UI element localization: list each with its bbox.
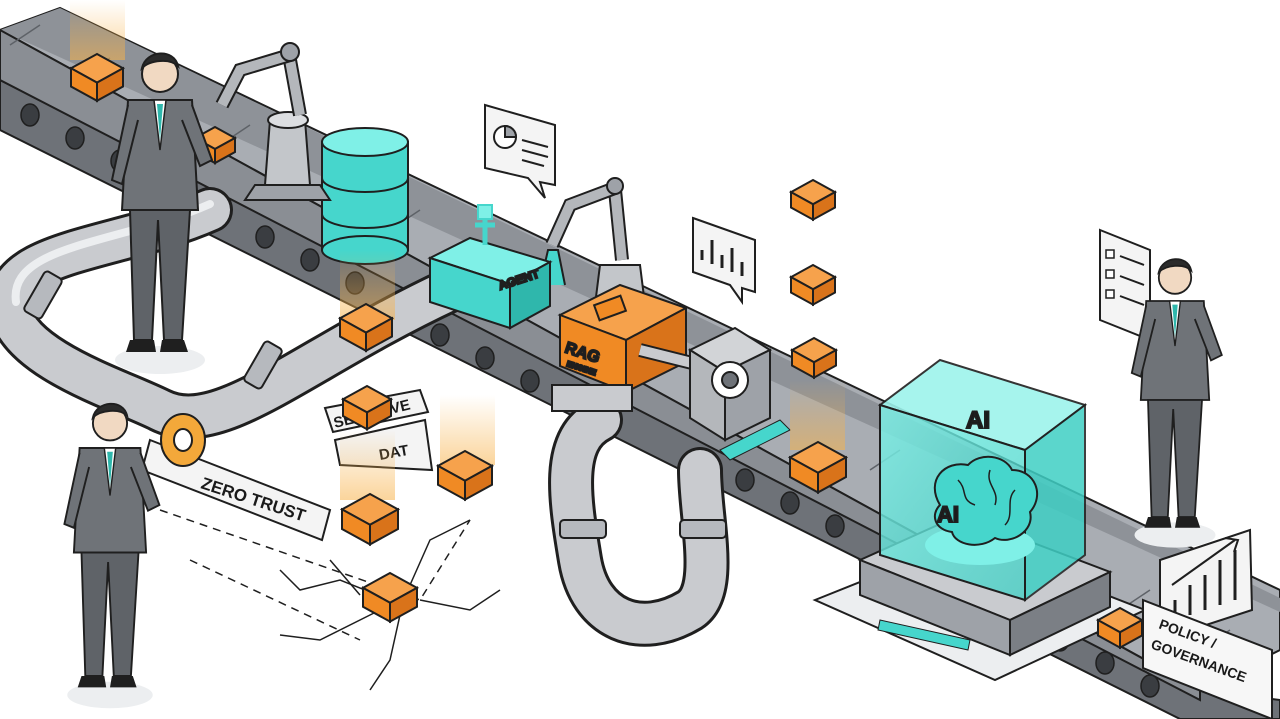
data-cube: [68, 52, 126, 103]
pipe-network: [0, 187, 730, 647]
ai-cube: AI AI: [812, 358, 1148, 682]
agent-machine: AGENT: [427, 204, 553, 330]
data-cube: [789, 336, 839, 380]
growth-chart-icon: [1159, 528, 1254, 642]
bar-chart-bubble-icon: [692, 216, 756, 306]
ai-brain-label: AI: [937, 502, 959, 527]
gear-machine: [687, 326, 773, 442]
person-operator: [110, 52, 214, 374]
brain-icon: [933, 455, 1039, 546]
database-icon: [321, 127, 409, 265]
data-cube: [360, 571, 420, 624]
data-cube: [788, 263, 838, 307]
person-inspector: [1130, 258, 1223, 548]
data-cube: [337, 302, 395, 353]
data-cube: [340, 384, 394, 431]
data-cube: [787, 440, 849, 495]
data-cubes: [70, 0, 845, 500]
cracked-floor: [159, 509, 501, 691]
checklist-icon: [1099, 228, 1151, 342]
chart-bubble-icon: [484, 103, 556, 199]
data-cube: [339, 492, 401, 547]
robot-arm-icon: [215, 42, 332, 201]
ai-cube-label: AI: [966, 407, 990, 434]
data-cube: [1095, 606, 1145, 650]
data-cube: [435, 449, 495, 502]
zero-trust-tape: ZERO TRUST: [140, 413, 332, 542]
policy-governance-sign: POLICY / GOVERNANCE: [1142, 598, 1273, 719]
rag-engine: RAG ENGINE: [551, 283, 702, 412]
data-cube: [788, 178, 838, 222]
person-tape-holder: [63, 402, 161, 709]
